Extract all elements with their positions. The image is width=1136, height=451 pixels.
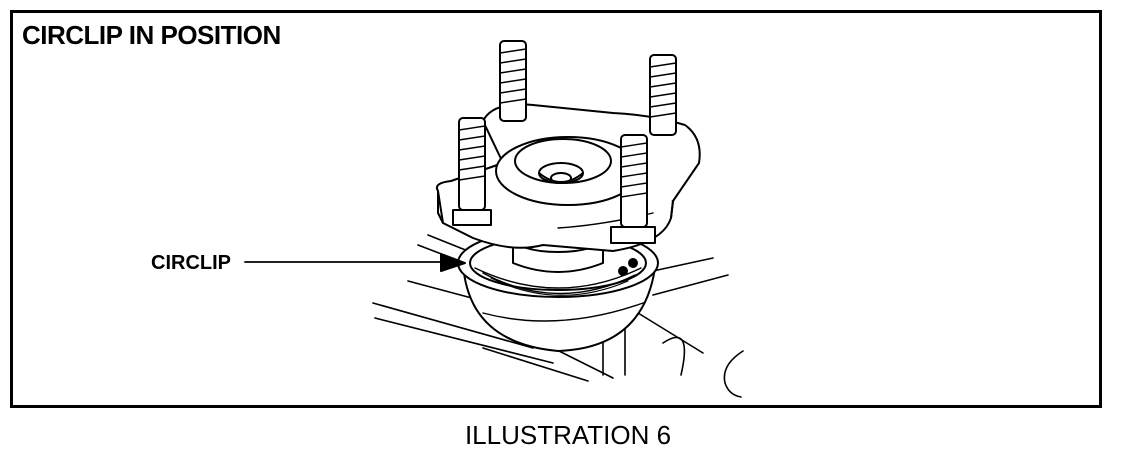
center-boss [495, 136, 641, 206]
panel-title: CIRCLIP IN POSITION [22, 20, 281, 50]
illustration-frame: CIRCLIP IN POSITION [10, 10, 1102, 408]
circlip-callout: CIRCLIP [151, 252, 466, 274]
hub-assembly-drawing: CIRCLIP [151, 40, 744, 398]
stud-front-right [610, 134, 656, 244]
housing-lines [372, 234, 744, 398]
wheel-studs [452, 40, 677, 244]
stud-front-left [452, 117, 492, 226]
callout-label-circlip: CIRCLIP [151, 252, 231, 274]
arrowhead-icon [440, 253, 466, 272]
stud-rear-left [499, 40, 527, 122]
illustration-caption: ILLUSTRATION 6 [464, 420, 672, 450]
stud-rear-right [649, 54, 677, 136]
